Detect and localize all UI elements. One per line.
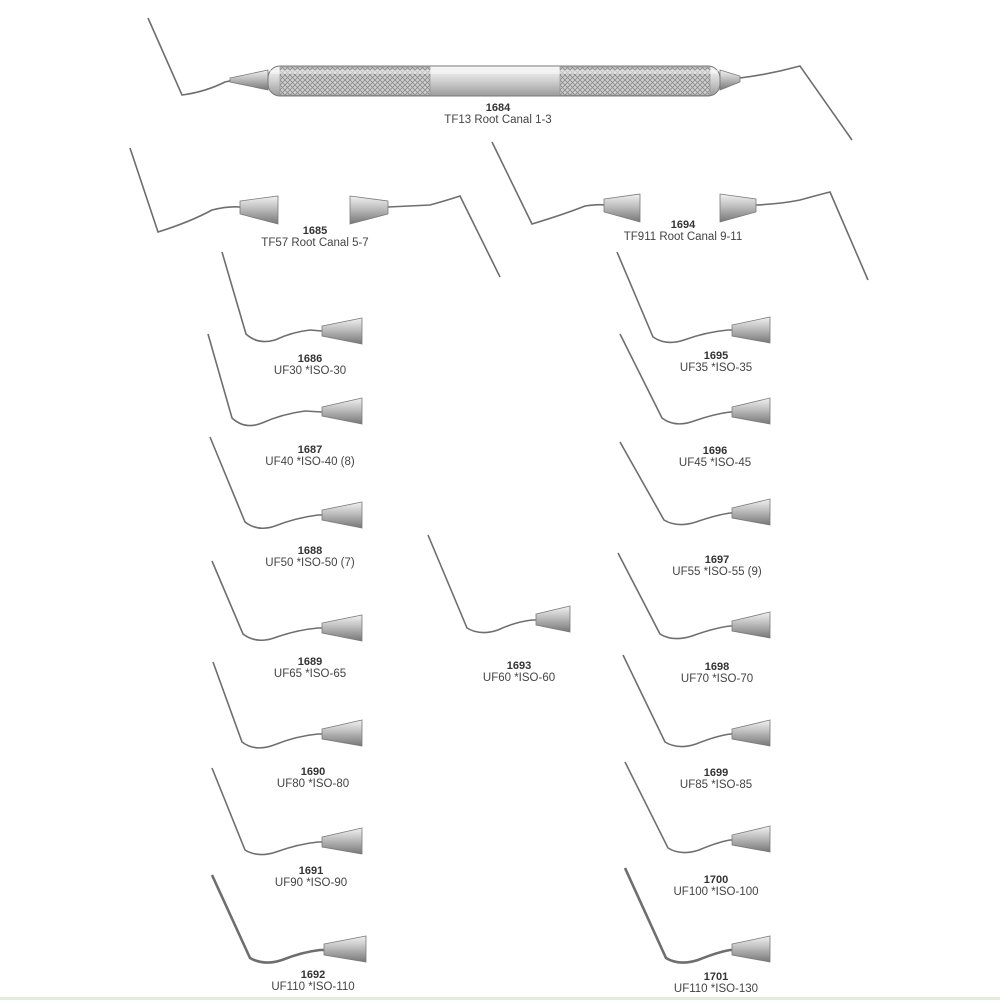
item-number: 1690	[300, 766, 326, 778]
instrument-1686	[221, 251, 363, 345]
item-1699: 1699 UF85 *ISO-85	[680, 767, 752, 792]
item-number: 1684	[485, 102, 511, 114]
item-1693: 1693 UF60 *ISO-60	[483, 660, 555, 685]
item-1686: 1686 UF30 *ISO-30	[274, 353, 346, 378]
item-1697: 1697 UF55 *ISO-55 (9)	[672, 554, 761, 579]
item-number: 1685	[302, 225, 328, 237]
instrument-1694	[491, 141, 869, 281]
instrument-1692	[210, 874, 367, 964]
item-number: 1689	[297, 656, 323, 668]
item-number: 1691	[298, 865, 324, 877]
item-1695: 1695 UF35 *ISO-35	[680, 350, 752, 375]
instrument-1689	[211, 560, 363, 642]
item-name: UF90 *ISO-90	[274, 877, 348, 889]
item-1688: 1688 UF50 *ISO-50 (7)	[265, 545, 354, 570]
item-name: UF65 *ISO-65	[273, 668, 347, 680]
instrument-1691	[211, 767, 363, 856]
item-1684: 1684 TF13 Root Canal 1-3	[444, 102, 551, 127]
item-name: UF80 *ISO-80	[276, 778, 350, 790]
instrument-1700	[624, 761, 771, 854]
item-1692: 1692 UF110 *ISO-110	[271, 969, 354, 994]
item-name: UF85 *ISO-85	[679, 779, 753, 791]
instrument-1687	[207, 333, 363, 427]
item-number: 1695	[703, 350, 729, 362]
instrument-1701	[623, 867, 771, 964]
item-name: UF45 *ISO-45	[678, 457, 752, 469]
item-number: 1700	[703, 874, 729, 886]
item-name: UF110 *ISO-110	[271, 981, 355, 993]
instrument-1696	[619, 333, 771, 425]
item-name: TF911 Root Canal 9-11	[623, 231, 743, 243]
item-number: 1694	[670, 219, 696, 231]
item-1689: 1689 UF65 *ISO-65	[274, 656, 346, 681]
instrument-1695	[616, 251, 771, 344]
item-1691: 1691 UF90 *ISO-90	[275, 865, 347, 890]
item-1685: 1685 TF57 Root Canal 5-7	[261, 225, 368, 250]
item-number: 1686	[297, 353, 323, 365]
item-name: UF60 *ISO-60	[482, 672, 556, 684]
item-name: UF70 *ISO-70	[680, 673, 754, 685]
instrument-1699	[622, 654, 771, 748]
instrument-1685	[129, 147, 501, 278]
bottom-border	[0, 997, 1000, 1000]
item-name: UF40 *ISO-40 (8)	[265, 456, 355, 468]
item-1690: 1690 UF80 *ISO-80	[277, 766, 349, 791]
item-name: UF30 *ISO-30	[273, 365, 347, 377]
item-name: UF110 *ISO-130	[673, 983, 759, 995]
item-name: TF57 Root Canal 5-7	[261, 237, 369, 249]
item-1696: 1696 UF45 *ISO-45	[679, 445, 751, 470]
instrument-1698	[617, 552, 771, 640]
instrument-1697	[619, 441, 771, 526]
item-1701: 1701 UF110 *ISO-130	[674, 971, 758, 996]
item-name: TF13 Root Canal 1-3	[444, 114, 552, 126]
item-number: 1687	[297, 444, 323, 456]
item-number: 1688	[297, 545, 323, 557]
item-1698: 1698 UF70 *ISO-70	[681, 661, 753, 686]
instrument-1693	[427, 534, 571, 634]
item-1694: 1694 TF911 Root Canal 9-11	[624, 219, 742, 244]
item-1687: 1687 UF40 *ISO-40 (8)	[265, 444, 354, 469]
instrument-1690	[212, 661, 363, 749]
item-number: 1701	[703, 971, 729, 983]
instrument-1684	[147, 17, 853, 141]
item-number: 1698	[704, 661, 730, 673]
item-1700: 1700 UF100 *ISO-100	[673, 874, 758, 899]
item-number: 1697	[704, 554, 730, 566]
item-name: UF35 *ISO-35	[679, 362, 753, 374]
item-name: UF55 *ISO-55 (9)	[672, 566, 762, 578]
item-number: 1696	[702, 445, 728, 457]
item-name: UF100 *ISO-100	[673, 886, 759, 898]
item-name: UF50 *ISO-50 (7)	[265, 557, 355, 569]
instrument-1688	[209, 436, 363, 530]
item-number: 1692	[300, 969, 326, 981]
item-number: 1699	[703, 767, 729, 779]
item-number: 1693	[506, 660, 532, 672]
